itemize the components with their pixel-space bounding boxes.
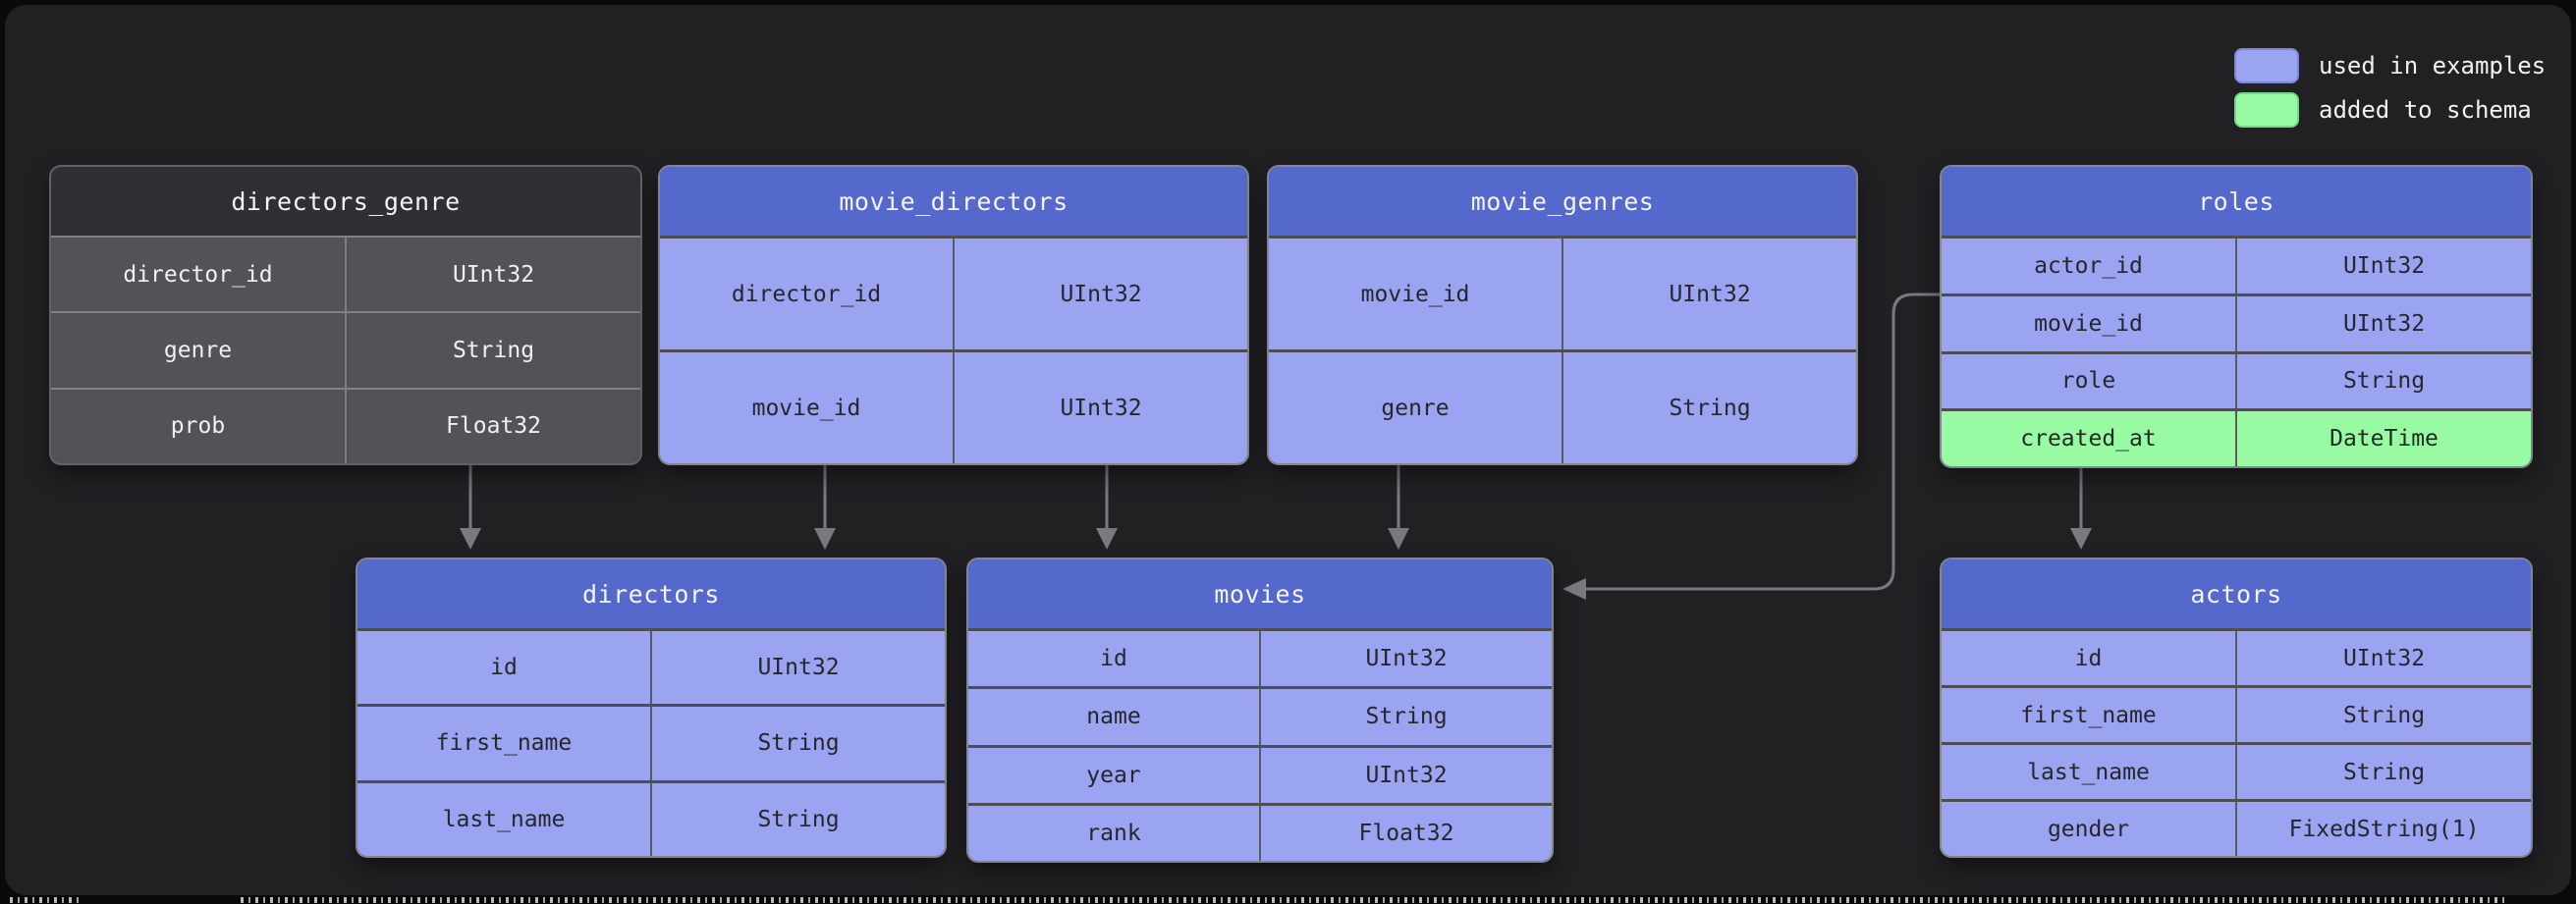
table-title: movies — [968, 559, 1552, 628]
field-type-cell: FixedString(1) — [2235, 802, 2531, 856]
table-title: movie_genres — [1269, 167, 1856, 236]
clipped-text-sliver — [10, 897, 83, 903]
table-title: directors_genre — [51, 167, 640, 236]
field-type-cell: String — [650, 782, 945, 856]
field-name-cell: genre — [51, 313, 345, 388]
field-name-cell: first_name — [1942, 688, 2235, 742]
field-name-cell: id — [357, 631, 650, 705]
field-type-cell: DateTime — [2235, 411, 2531, 466]
clipped-text-sliver — [241, 897, 2509, 903]
legend-swatch-blue — [2234, 48, 2299, 83]
field-name-cell: id — [968, 631, 1259, 687]
field-type-cell: UInt32 — [2235, 295, 2531, 351]
table-title: movie_directors — [660, 167, 1247, 236]
field-type-cell: UInt32 — [2235, 631, 2531, 685]
field-type-cell: UInt32 — [345, 238, 640, 312]
field-name-cell: director_id — [660, 239, 953, 349]
field-type-cell: UInt32 — [2235, 239, 2531, 293]
field-type-cell: UInt32 — [953, 239, 1247, 349]
field-name-cell: last_name — [357, 782, 650, 856]
legend-item-added-to-schema: added to schema — [2234, 92, 2532, 128]
field-name-cell: rank — [968, 805, 1259, 861]
field-type-cell: String — [2235, 688, 2531, 742]
field-name-cell: gender — [1942, 802, 2235, 856]
field-type-cell: UInt32 — [1259, 747, 1552, 803]
legend-label: added to schema — [2319, 96, 2532, 124]
field-type-cell: Float32 — [345, 389, 640, 463]
field-name-cell: first_name — [357, 707, 650, 780]
table-title: directors — [357, 559, 945, 628]
field-name-cell: last_name — [1942, 745, 2235, 799]
field-type-cell: UInt32 — [1259, 631, 1552, 687]
field-name-cell: prob — [51, 389, 345, 463]
field-name-cell: year — [968, 747, 1259, 803]
field-name-cell: movie_id — [1269, 239, 1562, 349]
field-name-cell: name — [968, 689, 1259, 745]
legend-item-used-in-examples: used in examples — [2234, 48, 2546, 83]
field-type-cell: UInt32 — [1562, 239, 1856, 349]
field-type-cell: String — [2235, 353, 2531, 409]
field-type-cell: String — [345, 313, 640, 388]
legend-label: used in examples — [2319, 52, 2547, 80]
field-type-cell: UInt32 — [650, 631, 945, 705]
field-type-cell: UInt32 — [953, 352, 1247, 463]
field-name-cell: director_id — [51, 238, 345, 312]
field-name-cell: movie_id — [1942, 295, 2235, 351]
field-type-cell: String — [1259, 689, 1552, 745]
table-title: roles — [1942, 167, 2531, 236]
table-title: actors — [1942, 559, 2531, 628]
field-name-cell: actor_id — [1942, 239, 2235, 293]
field-name-cell: created_at — [1942, 411, 2235, 466]
field-name-cell: id — [1942, 631, 2235, 685]
field-name-cell: genre — [1269, 352, 1562, 463]
field-type-cell: String — [2235, 745, 2531, 799]
field-type-cell: String — [1562, 352, 1856, 463]
field-type-cell: String — [650, 707, 945, 780]
field-name-cell: role — [1942, 353, 2235, 409]
legend-swatch-green — [2234, 92, 2299, 128]
field-name-cell: movie_id — [660, 352, 953, 463]
field-type-cell: Float32 — [1259, 805, 1552, 861]
